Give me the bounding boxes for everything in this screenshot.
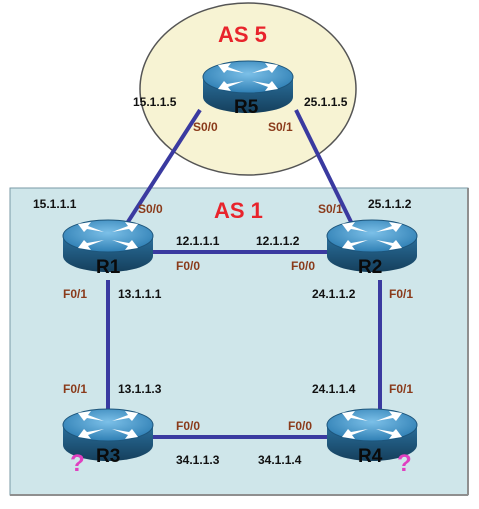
ip-r4-f00: 34.1.1.4 <box>258 453 302 467</box>
ip-r5-s00: 15.1.1.5 <box>133 95 177 109</box>
ip-r2-s01: 25.1.1.2 <box>368 197 412 211</box>
links <box>106 108 382 439</box>
router-name-r2: R2 <box>358 257 382 278</box>
ip-r2-f01: 24.1.1.2 <box>312 287 356 301</box>
iface-r1-f00: F0/0 <box>176 259 200 273</box>
ip-r5-s01: 25.1.1.5 <box>304 95 348 109</box>
iface-r4-f00: F0/0 <box>288 419 312 433</box>
ip-r1-s00: 15.1.1.1 <box>33 197 77 211</box>
ip-r3-f01: 13.1.1.3 <box>118 382 162 396</box>
iface-r3-f01: F0/1 <box>63 382 87 396</box>
link-r5-r2 <box>294 109 356 229</box>
router-name-r4: R4 <box>358 446 383 467</box>
iface-r2-f00: F0/0 <box>291 259 315 273</box>
as5-label: AS 5 <box>218 22 267 47</box>
router-name-r3: R3 <box>96 446 120 467</box>
iface-r4-f01: F0/1 <box>389 382 413 396</box>
unknown-mark-r4: ? <box>397 450 412 477</box>
ip-r1-f01: 13.1.1.1 <box>118 287 162 301</box>
ip-r4-f01: 24.1.1.4 <box>312 382 356 396</box>
router-name-r1: R1 <box>96 257 121 278</box>
ip-r2-f00: 12.1.1.2 <box>256 234 300 248</box>
iface-r5-s01: S0/1 <box>268 120 293 134</box>
iface-r5-s00: S0/0 <box>193 120 218 134</box>
as1-label: AS 1 <box>214 198 263 223</box>
iface-r1-f01: F0/1 <box>63 287 87 301</box>
iface-r2-f01: F0/1 <box>389 287 413 301</box>
iface-r1-s00: S0/0 <box>138 202 163 216</box>
iface-r3-f00: F0/0 <box>176 419 200 433</box>
unknown-mark-r3: ? <box>70 450 85 477</box>
ip-r1-f00: 12.1.1.1 <box>176 234 220 248</box>
iface-r2-s01: S0/1 <box>318 202 343 216</box>
router-name-r5: R5 <box>234 97 259 118</box>
ip-r3-f00: 34.1.1.3 <box>176 453 220 467</box>
link-r5-r1 <box>122 108 202 230</box>
